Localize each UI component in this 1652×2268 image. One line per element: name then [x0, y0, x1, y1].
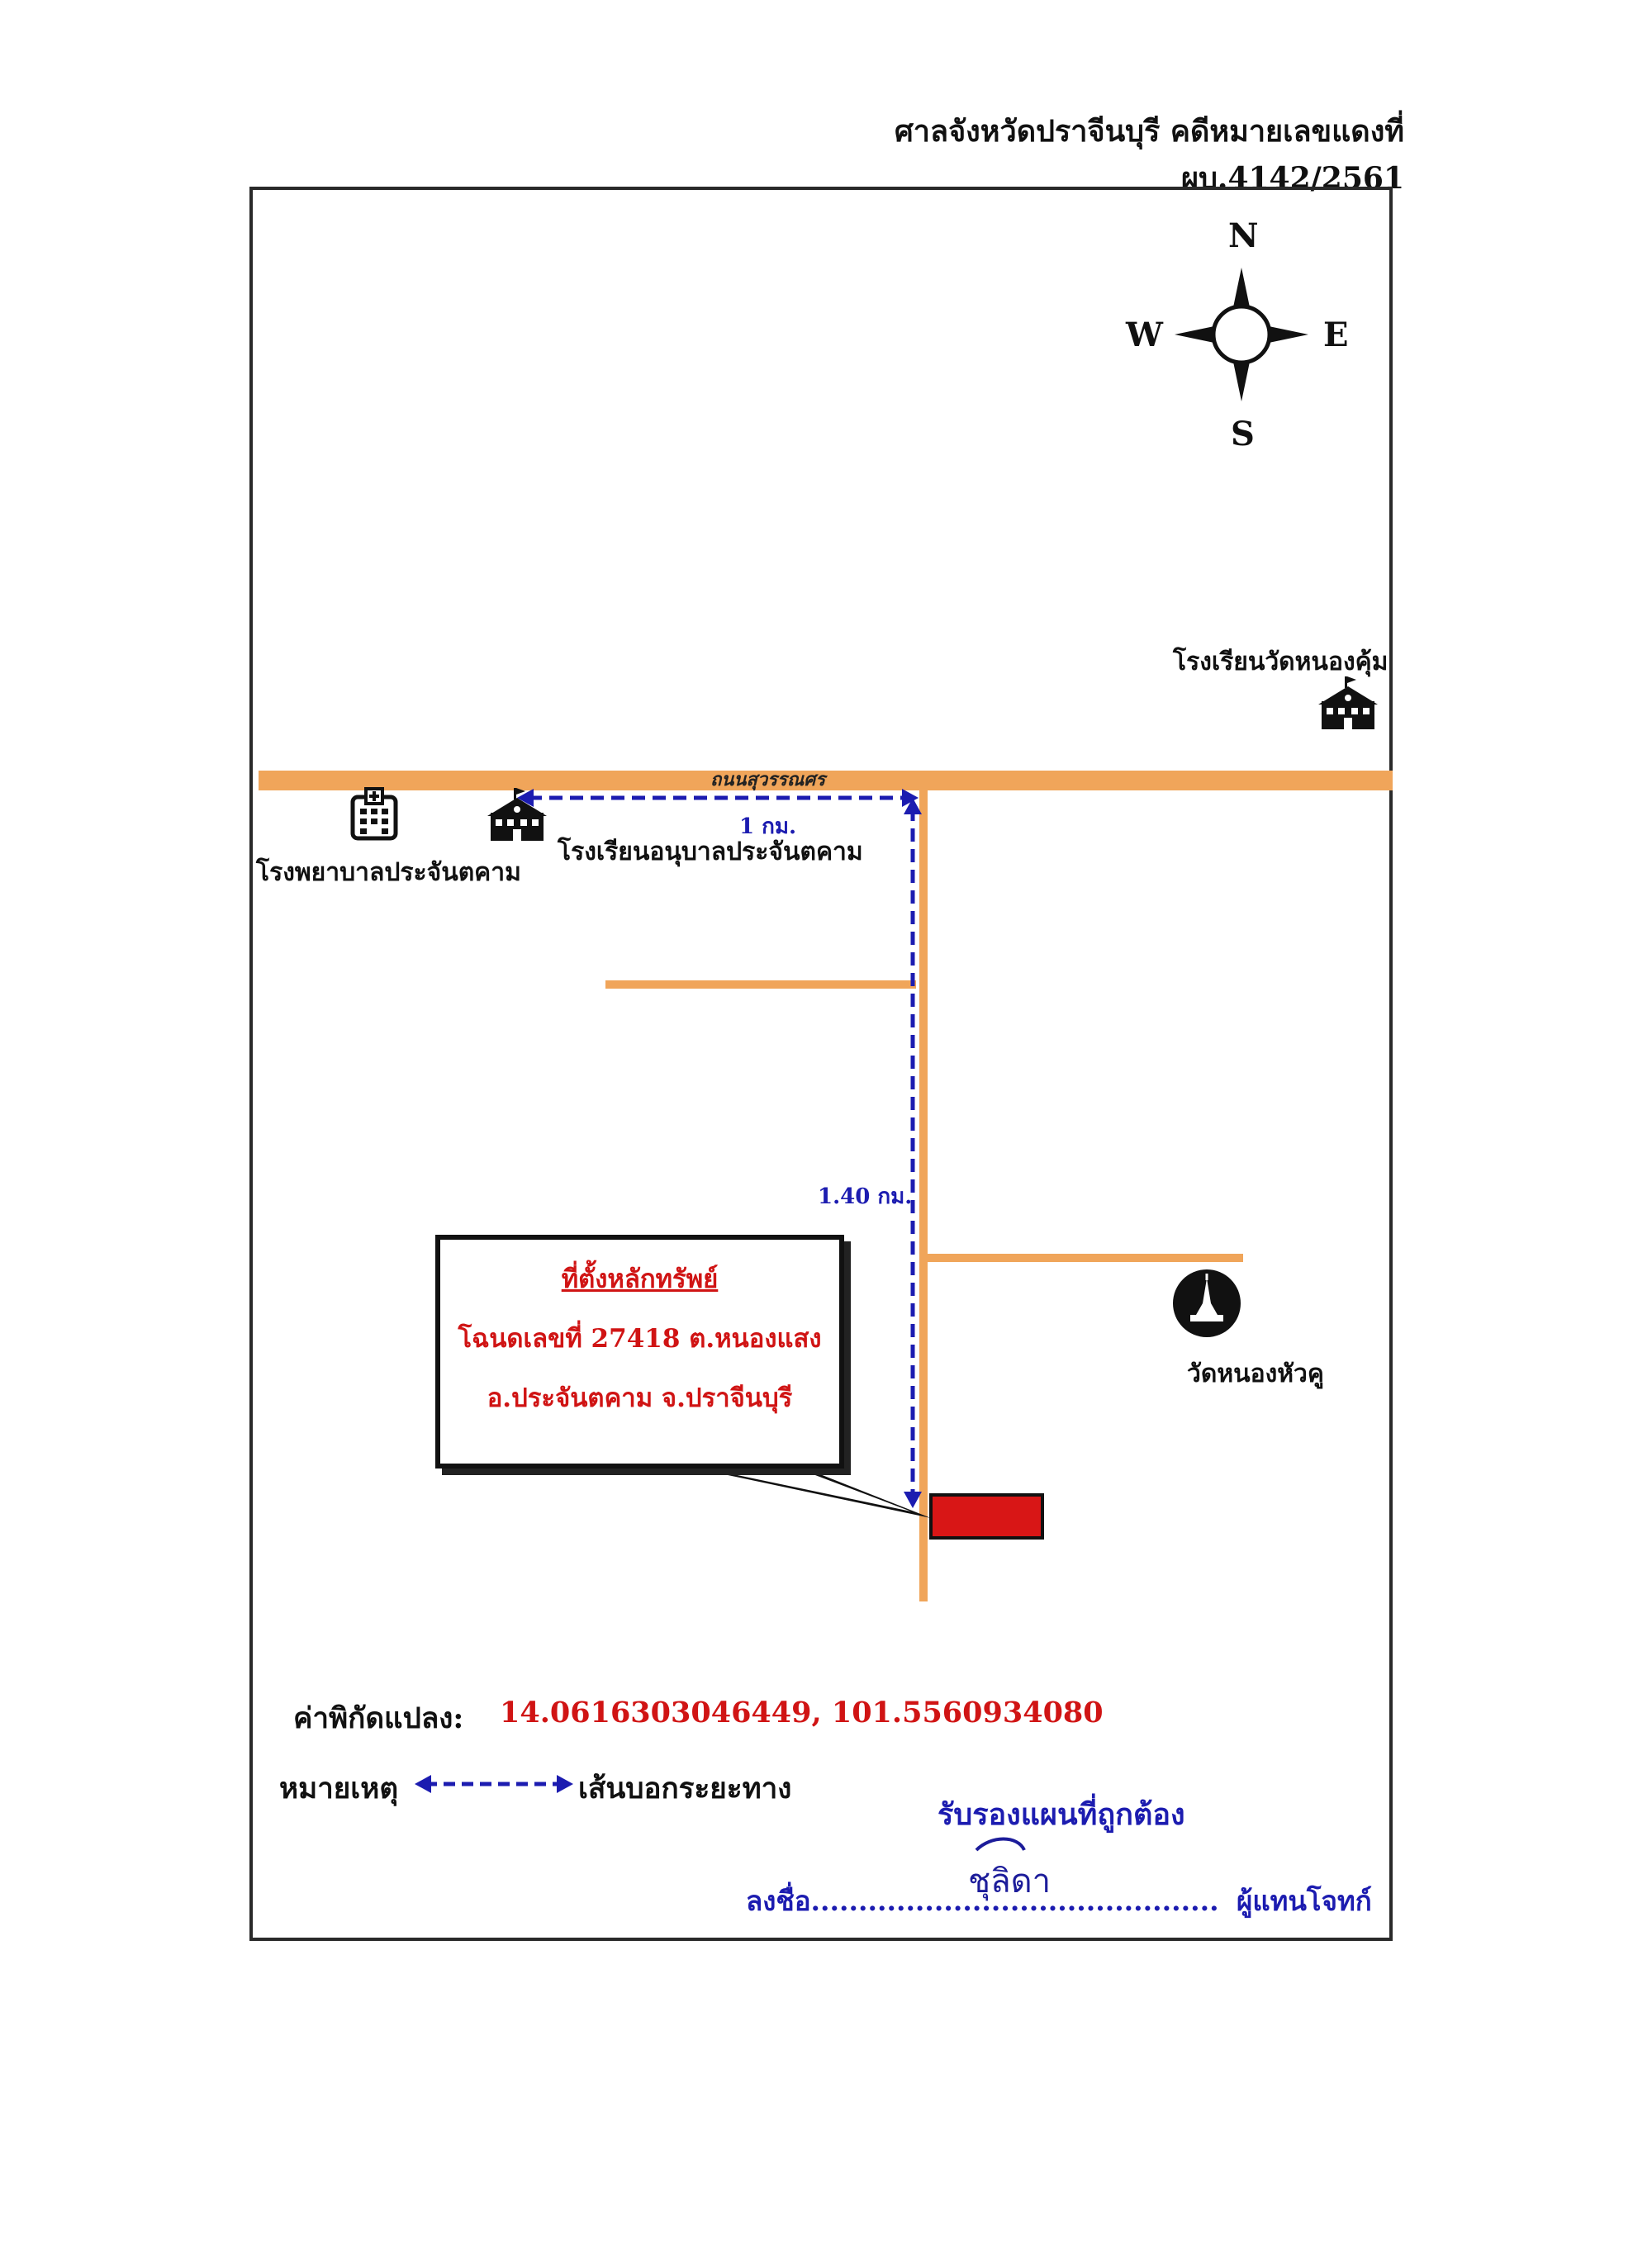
compass-west-label: W	[1126, 316, 1163, 354]
certification-heading: รับรองแผนที่ถูกต้อง	[938, 1797, 1185, 1832]
main-road	[259, 771, 1393, 790]
temple-icon	[1173, 1269, 1241, 1337]
compass-east-label: E	[1323, 316, 1349, 354]
legend-label: หมายเหตุ	[279, 1772, 399, 1805]
property-district: อ.ประจันตคาม จ.ปราจีนบุรี	[487, 1383, 793, 1413]
property-title: ที่ตั้งหลักทรัพย์	[561, 1264, 719, 1294]
hospital-label: โรงพยาบาลประจันตคาม	[256, 858, 521, 887]
compass-south-label: S	[1231, 415, 1255, 453]
compass-north-label: N	[1228, 216, 1259, 255]
side-road-east	[928, 1254, 1243, 1262]
distance-horizontal-label: 1 กม.	[739, 814, 797, 839]
distance-vertical-label: 1.40 กม.	[818, 1184, 913, 1209]
property-callout: ที่ตั้งหลักทรัพย์ โฉนดเลขที่ 27418 ต.หนอ…	[435, 1235, 844, 1469]
legend-description: เส้นบอกระยะทาง	[578, 1772, 792, 1805]
school-north-label: โรงเรียนวัดหนองคุ้ม	[1173, 648, 1389, 676]
case-header: ศาลจังหวัดปราจีนบุรี คดีหมายเลขแดงที่ ผบ…	[894, 114, 1404, 196]
signature-mark	[975, 1837, 1026, 1852]
vertical-road	[919, 790, 928, 1601]
coordinates-value: 14.0616303046449, 101.5560934080	[500, 1696, 1104, 1729]
compass-rose	[1175, 268, 1308, 401]
sign-role: ผู้แทนโจทก์	[1237, 1885, 1372, 1917]
main-road-label: ถนนสุวรรณศร	[710, 769, 826, 790]
hospital-icon	[350, 787, 398, 841]
kindergarten-school-icon	[487, 788, 547, 841]
distance-arrow-horizontal	[517, 789, 919, 807]
map-frame	[249, 187, 1393, 1941]
coordinates-label: ค่าพิกัดแปลง:	[293, 1701, 464, 1735]
signature: ชุลิดา	[968, 1862, 1051, 1900]
sign-line: ลงชื่อ..................................…	[746, 1885, 1219, 1917]
property-deed: โฉนดเลขที่ 27418 ต.หนองแสง	[458, 1324, 822, 1354]
temple-label: วัดหนองหัวคู	[1187, 1359, 1324, 1388]
school-icon	[1318, 676, 1378, 729]
side-road-west	[605, 980, 916, 989]
property-marker	[929, 1493, 1044, 1540]
distance-arrow-vertical	[904, 798, 922, 1508]
kindergarten-label: โรงเรียนอนุบาลประจันตคาม	[558, 837, 863, 866]
callout-pointer	[673, 1464, 931, 1518]
legend-arrow	[415, 1775, 573, 1793]
